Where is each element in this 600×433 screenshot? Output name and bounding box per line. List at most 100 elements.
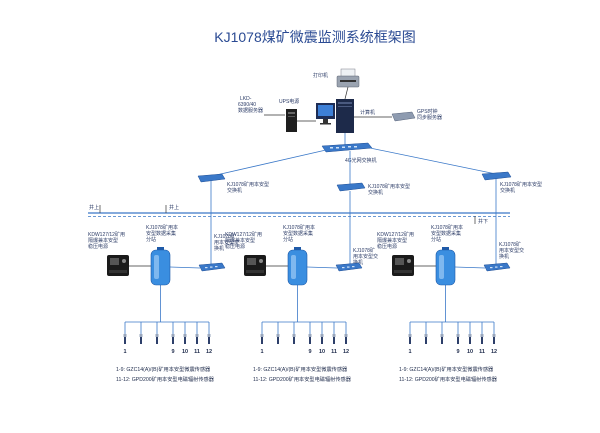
data-server-label-line: 6390/40: [238, 102, 256, 108]
sensor: [468, 322, 472, 344]
underground-switch-label: KJ1078矿: [353, 247, 375, 254]
sensor-number: 12: [343, 349, 349, 355]
sensor: [308, 322, 312, 344]
station-to-switch-link: [306, 266, 338, 269]
core-switch-icon: [321, 142, 373, 153]
surface-switch-label: KJ1078矿用本安型: [227, 181, 269, 188]
surface-section: 打印机 LKD- 6390/40 数据服务器 UPS电源 计算机: [197, 68, 542, 265]
core-switch-label: 4G光网交换机: [345, 157, 377, 164]
sensor: [456, 322, 460, 344]
sensor: [492, 322, 496, 344]
sensor-number: 11: [194, 349, 200, 355]
sensor-number: 12: [491, 349, 497, 355]
sensor: [320, 322, 324, 344]
ups-label: UPS电源: [279, 98, 299, 105]
sensor: [332, 322, 336, 344]
underground-switch-icon: [483, 262, 511, 272]
sensor-caption: 1-9: GZC14(A)/(B)矿用本安型微震传感器: [116, 365, 211, 373]
underground-group-right: KDW127/12矿用 隔爆兼本安型 稳压电源 KJ1078矿用本 安型数据采集…: [377, 224, 524, 383]
sensor: [139, 322, 143, 344]
stabilized-power-supply-icon: [244, 255, 266, 276]
sensor: [123, 322, 127, 344]
sensor-caption: 1-9: GZC14(A)/(B)矿用本安型微震传感器: [399, 365, 494, 373]
underground-group-middle: KDW127/12矿用 隔爆兼本安型 稳压电源 KJ1078矿用本 安型数据采集…: [225, 224, 378, 383]
data-server-label-line: 数据服务器: [238, 107, 263, 114]
above-ground-label: 井上: [169, 204, 179, 211]
sensor-caption: 11-12: GPD200矿用本安型电磁辐射传感器: [253, 375, 352, 383]
sensor: [480, 322, 484, 344]
sensor: [207, 322, 211, 344]
sensor: [155, 322, 159, 344]
stabilized-power-supply-icon: [107, 255, 129, 276]
power-supply-label: 稳压电源: [225, 243, 245, 250]
surface-switch-middle: [336, 182, 366, 192]
sensor: [424, 322, 428, 344]
surface-switch-label: 交换机: [500, 187, 515, 194]
sensor-number: 11: [479, 349, 485, 355]
surface-switch-left: [197, 173, 226, 183]
printer-link: [344, 86, 349, 100]
core-to-left-switch-link: [211, 149, 327, 177]
sensor: [195, 322, 199, 344]
underground-switch-icon: [198, 262, 226, 272]
sensor: [292, 322, 296, 344]
sensor-number: 9: [171, 349, 174, 355]
gps-label-line: GPS时钟: [417, 108, 438, 115]
data-acquisition-station-icon: [435, 247, 456, 286]
printer-icon: [336, 68, 360, 88]
sensor: [183, 322, 187, 344]
station-label: KJ1078矿用本: [431, 224, 463, 231]
power-supply-label: KDW127/12矿用: [88, 231, 125, 238]
sensor-caption: 11-12: GPD200矿用本安型电磁辐射传感器: [116, 375, 215, 383]
sensor-number: 1: [260, 349, 263, 355]
sensor-number: 11: [331, 349, 337, 355]
power-supply-label: KDW127/12矿用: [377, 231, 414, 238]
station-label: 分站: [146, 236, 156, 243]
underground-switch-icon: [335, 262, 363, 272]
surface-switch-label: KJ1078矿用本安型: [368, 183, 410, 190]
printer-label: 打印机: [313, 72, 328, 79]
ups-power-icon: [286, 109, 297, 132]
computer-tower-icon: [336, 99, 354, 133]
power-supply-label: 稳压电源: [377, 243, 397, 250]
station-label: 分站: [431, 236, 441, 243]
sensor-number: 10: [467, 349, 473, 355]
station-label: 分站: [283, 236, 293, 243]
underground-group-left: KDW127/12矿用 隔爆兼本安型 稳压电源 KJ1078矿用本 安型数据采集…: [88, 224, 239, 383]
sensor: [171, 322, 175, 344]
surface-switch-label: 交换机: [227, 187, 242, 194]
data-server-label-line: LKD-: [240, 96, 252, 102]
sensor: [276, 322, 280, 344]
sensor-caption: 11-12: GPD200矿用本安型电磁辐射传感器: [399, 375, 498, 383]
data-acquisition-station-icon: [150, 247, 171, 286]
underground-switch-label: 用本安型交: [353, 253, 378, 260]
sensor-number: 12: [206, 349, 212, 355]
station-to-switch-link: [169, 266, 201, 269]
sensor: [440, 322, 444, 344]
sensor-number: 1: [408, 349, 411, 355]
power-supply-label: 隔爆兼本安型: [88, 237, 118, 244]
underground-switch-label: 用本安型交: [499, 247, 524, 254]
sensor: [344, 322, 348, 344]
sensor-number: 9: [456, 349, 459, 355]
station-to-switch-link: [454, 266, 486, 269]
station-label: KJ1078矿用本: [283, 224, 315, 231]
gps-label-line: 同步服务器: [417, 114, 442, 121]
sensor: [408, 322, 412, 344]
stabilized-power-supply-icon: [392, 255, 414, 276]
power-supply-label: 隔爆兼本安型: [377, 237, 407, 244]
underground-switch-label: KJ1078矿: [214, 233, 236, 240]
underground-switch-label: 换机: [499, 253, 509, 260]
sensor-number: 10: [319, 349, 325, 355]
surface-switch-label: KJ1078矿用本安型: [500, 181, 542, 188]
data-acquisition-station-icon: [287, 247, 308, 286]
diagram-title: KJ1078煤矿微震监测系统框架图: [214, 29, 415, 45]
power-supply-label: 稳压电源: [88, 243, 108, 250]
power-supply-label: KDW127/12矿用: [225, 231, 262, 238]
underground-switch-label: KJ1078矿: [499, 241, 521, 248]
underground-switch-label: 换机: [353, 259, 363, 266]
underground-switch-label: 用本安型交: [214, 239, 239, 246]
underground-switch-label: 换机: [214, 245, 224, 252]
above-ground-label: 井上: [89, 204, 99, 211]
